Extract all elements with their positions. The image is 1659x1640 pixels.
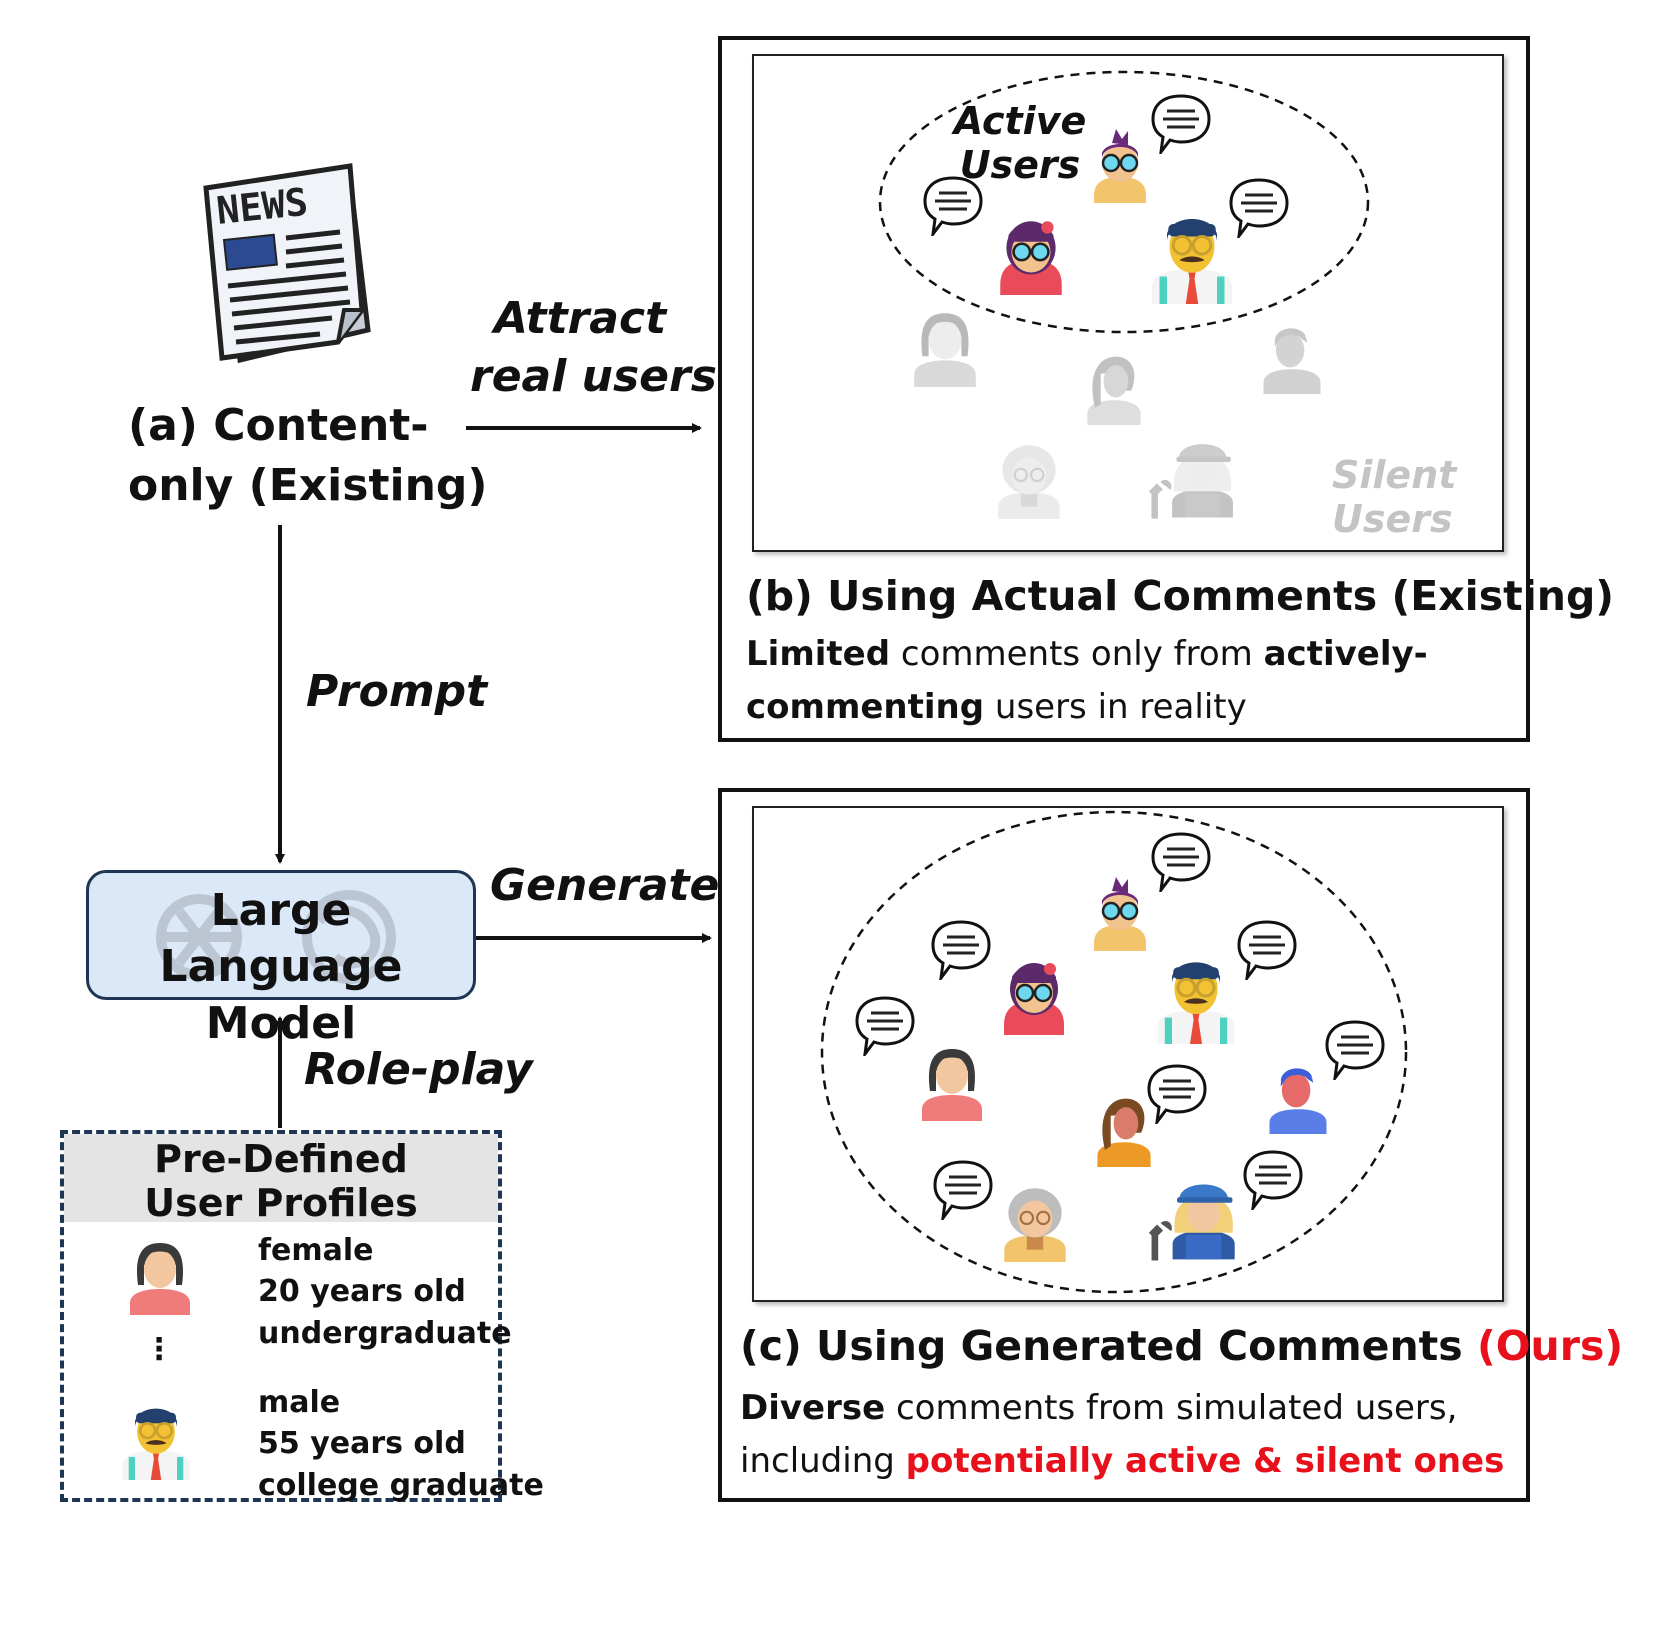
profile-1-age: 20 years old bbox=[258, 1274, 466, 1310]
panel-c-title-ours: (Ours) bbox=[1476, 1322, 1624, 1370]
panel-generated-comments: (c) Using Generated Comments (Ours) Dive… bbox=[718, 788, 1623, 1502]
silent-granny-icon bbox=[997, 444, 1061, 521]
panel-b-text1: comments only from bbox=[890, 634, 1264, 674]
speech-bubble-icon bbox=[1243, 1150, 1303, 1210]
active-users-ellipse bbox=[878, 70, 1370, 334]
simulated-users-ellipse bbox=[820, 810, 1408, 1294]
silent-woman-icon bbox=[914, 313, 976, 387]
news-label: NEWS bbox=[214, 180, 310, 233]
speech-bubble-icon bbox=[923, 176, 983, 236]
profile-1-edu: undergraduate bbox=[258, 1315, 512, 1351]
panel-b-desc: Limited comments only from actively- com… bbox=[746, 628, 1428, 733]
llm-line1: Large Language bbox=[159, 885, 403, 993]
panel-b-scene: Active Users Silent Users bbox=[752, 54, 1504, 552]
female-avatar-icon bbox=[130, 1243, 190, 1315]
panel-c-scene bbox=[752, 806, 1504, 1302]
man-mustache-icon bbox=[1156, 960, 1236, 1044]
generate-label: Generate bbox=[490, 860, 720, 911]
boy-glasses-icon bbox=[1092, 875, 1148, 953]
panel-b-bold-commenting: commenting bbox=[746, 686, 985, 727]
profile-ellipsis: ⋮ bbox=[144, 1332, 174, 1367]
llm-label: Large Language Model bbox=[89, 883, 473, 1052]
profile-2-edu: college graduate bbox=[258, 1467, 544, 1503]
speech-bubble-icon bbox=[1237, 920, 1297, 980]
profile-2-gender: male bbox=[258, 1385, 341, 1420]
silent-worker-icon bbox=[1149, 443, 1235, 519]
boy-glasses-icon bbox=[1092, 127, 1148, 205]
profiles-header: Pre-Defined User Profiles bbox=[64, 1134, 498, 1224]
speech-bubble-icon bbox=[933, 1160, 993, 1220]
woman-icon bbox=[922, 1049, 982, 1121]
llm-box: Large Language Model bbox=[86, 870, 476, 1049]
panel-c-title: (c) Using Generated Comments (Ours) bbox=[740, 1322, 1623, 1370]
prompt-label: Prompt bbox=[306, 666, 488, 717]
profile-1-gender: female bbox=[258, 1233, 374, 1268]
panel-b-bold-limited: Limited bbox=[746, 634, 891, 674]
panel-c-title-main: (c) Using Generated Comments bbox=[740, 1322, 1477, 1370]
silent-man-icon bbox=[1263, 328, 1321, 394]
content-only-line1: (a) Content- bbox=[128, 400, 429, 451]
active-line1: Active bbox=[953, 99, 1087, 143]
profiles-header-line1: Pre-Defined bbox=[154, 1137, 408, 1181]
llm-logo-icon bbox=[156, 890, 396, 984]
profile-1: female 20 years old undergraduate bbox=[258, 1230, 512, 1354]
panel-b-title: (b) Using Actual Comments (Existing) bbox=[746, 572, 1615, 620]
active-users-label: Active Users bbox=[950, 99, 1090, 187]
user-profiles-box: Pre-Defined User Profiles female 20 year… bbox=[60, 1130, 544, 1503]
speech-bubble-icon bbox=[855, 996, 915, 1056]
panel-b-bold-actively: actively- bbox=[1263, 634, 1428, 674]
silent-line1: Silent bbox=[1332, 453, 1457, 497]
profile-2: male 55 years old college graduate bbox=[258, 1382, 544, 1506]
granny-icon bbox=[1003, 1187, 1067, 1264]
attract-line2: real users bbox=[470, 351, 717, 402]
roleplay-label: Role-play bbox=[304, 1044, 533, 1095]
man-blue-icon bbox=[1269, 1068, 1327, 1134]
silent-woman-brown-icon bbox=[1087, 356, 1141, 425]
panel-c-text1: comments from simulated users, bbox=[885, 1388, 1458, 1428]
panel-c-red-text: potentially active & silent ones bbox=[905, 1440, 1505, 1481]
attract-line1: Attract bbox=[493, 293, 667, 344]
active-line2: Users bbox=[959, 142, 1081, 187]
panel-c-desc: Diverse comments from simulated users, i… bbox=[740, 1382, 1504, 1487]
girl-glasses-icon bbox=[998, 219, 1064, 297]
silent-users-label: Silent Users bbox=[1332, 453, 1457, 541]
speech-bubble-icon bbox=[931, 920, 991, 980]
panel-actual-comments: Active Users Silent Users (b) Using Actu… bbox=[718, 36, 1614, 742]
panel-c-text2: including bbox=[740, 1440, 906, 1481]
girl-glasses-icon bbox=[1002, 961, 1066, 1037]
worker-icon bbox=[1149, 1183, 1236, 1261]
profiles-header-line2: User Profiles bbox=[144, 1180, 418, 1225]
man-mustache-icon bbox=[1150, 217, 1234, 304]
silent-line2: Users bbox=[1332, 496, 1453, 541]
profile-2-age: 55 years old bbox=[258, 1426, 466, 1462]
woman-brown-icon bbox=[1097, 1098, 1151, 1167]
llm-line2: Model bbox=[205, 997, 357, 1049]
panel-b-text2: users in reality bbox=[984, 686, 1247, 727]
male-avatar-icon bbox=[121, 1407, 191, 1480]
attract-label: Attract real users bbox=[470, 290, 717, 406]
content-only-label: (a) Content- only (Existing) bbox=[128, 396, 488, 516]
panel-c-bold-diverse: Diverse bbox=[740, 1388, 886, 1428]
content-only-line2: only (Existing) bbox=[128, 460, 488, 511]
newspaper-icon: NEWS bbox=[203, 163, 371, 364]
